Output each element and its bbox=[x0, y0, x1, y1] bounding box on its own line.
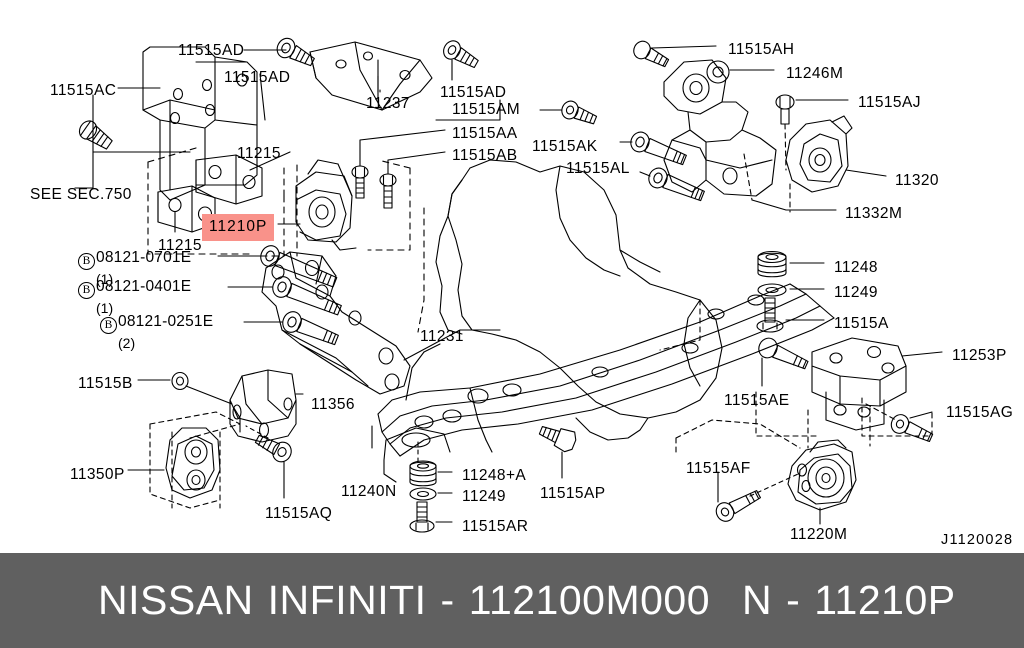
part-label-11248a[interactable]: 11248+A bbox=[462, 467, 527, 484]
part-label-11515ac[interactable]: 11515AC bbox=[50, 82, 117, 99]
part-label-11332m[interactable]: 11332M bbox=[845, 205, 903, 222]
brand-part-number: 112100M000 bbox=[468, 577, 711, 623]
bolt-quantity: (1) bbox=[96, 271, 114, 287]
circled-b-icon: B bbox=[78, 253, 95, 270]
part-label-11515aa[interactable]: 11515AA bbox=[452, 125, 518, 142]
part-label-11246m[interactable]: 11246M bbox=[786, 65, 844, 82]
part-label-11350p[interactable]: 11350P bbox=[70, 466, 125, 483]
part-label-11515ap[interactable]: 11515AP bbox=[540, 485, 606, 502]
part-label-11515ab[interactable]: 11515AB bbox=[452, 147, 518, 164]
part-label-11249[interactable]: 11249 bbox=[834, 284, 878, 301]
brand-nissan: NISSAN bbox=[98, 577, 254, 623]
bolt-part-number: 08121-0251E bbox=[118, 313, 214, 330]
bolt-quantity: (1) bbox=[96, 300, 114, 316]
part-label-11515ad-3[interactable]: 11515AD bbox=[440, 84, 507, 101]
part-label-11215-bottom[interactable]: 11215 bbox=[158, 237, 202, 254]
part-label-11515af[interactable]: 11515AF bbox=[686, 460, 751, 477]
part-label-11515ad-2[interactable]: 11515AD bbox=[224, 69, 291, 86]
brand-dash-2: - bbox=[786, 577, 801, 623]
part-label-11515b[interactable]: 11515B bbox=[78, 375, 133, 392]
part-label-11356[interactable]: 11356 bbox=[311, 396, 355, 413]
part-label-11515ar[interactable]: 11515AR bbox=[462, 518, 529, 535]
part-label-11515al[interactable]: 11515AL bbox=[566, 160, 630, 177]
part-label-11215-top[interactable]: 11215 bbox=[237, 145, 281, 162]
part-label-11515ah[interactable]: 11515AH bbox=[728, 41, 795, 58]
part-label-11231[interactable]: 11231 bbox=[420, 328, 464, 345]
highlighted-part-label-11210p[interactable]: 11210P bbox=[202, 214, 275, 241]
part-label-11320[interactable]: 11320 bbox=[895, 172, 939, 189]
part-label-11515ad-1[interactable]: 11515AD bbox=[178, 42, 245, 59]
part-label-11515a[interactable]: 11515A bbox=[834, 315, 889, 332]
bolt-part-number: 08121-0701E bbox=[96, 249, 192, 266]
part-label-11515ak[interactable]: 11515AK bbox=[532, 138, 598, 155]
part-label-11515ae[interactable]: 11515AE bbox=[724, 392, 790, 409]
brand-infiniti: INFINITI bbox=[267, 577, 427, 623]
part-label-11248[interactable]: 11248 bbox=[834, 259, 878, 276]
diagram-canvas: 11515AC 11515AD 11515AD 11515AD 11237 11515AM… bbox=[30, 37, 1014, 548]
bolt-quantity: (2) bbox=[118, 335, 136, 351]
part-label-11237[interactable]: 11237 bbox=[366, 95, 410, 112]
brand-catalog-letter: N bbox=[742, 577, 773, 623]
part-label-11249-2[interactable]: 11249 bbox=[462, 488, 506, 505]
circled-b-icon: B bbox=[78, 282, 95, 299]
circled-b-icon: B bbox=[100, 317, 117, 334]
diagram-id-code: J1120028 bbox=[941, 532, 1014, 548]
part-label-11240n[interactable]: 11240N bbox=[341, 483, 397, 500]
bolt-part-number: 08121-0401E bbox=[96, 278, 192, 295]
brand-reference: 11210P bbox=[814, 577, 956, 623]
part-label-11515aq[interactable]: 11515AQ bbox=[265, 505, 333, 522]
part-label-11253p[interactable]: 11253P bbox=[952, 347, 1007, 364]
brand-dash-1: - bbox=[440, 577, 455, 623]
see-section-750-note[interactable]: SEE SEC.750 bbox=[30, 186, 132, 203]
parts-diagram-illustration bbox=[74, 37, 943, 533]
part-label-11515am[interactable]: 11515AM bbox=[452, 101, 521, 118]
part-label-11515ag[interactable]: 11515AG bbox=[946, 404, 1014, 421]
part-label-11515aj[interactable]: 11515AJ bbox=[858, 94, 921, 111]
part-label-11220m[interactable]: 11220M bbox=[790, 526, 848, 543]
